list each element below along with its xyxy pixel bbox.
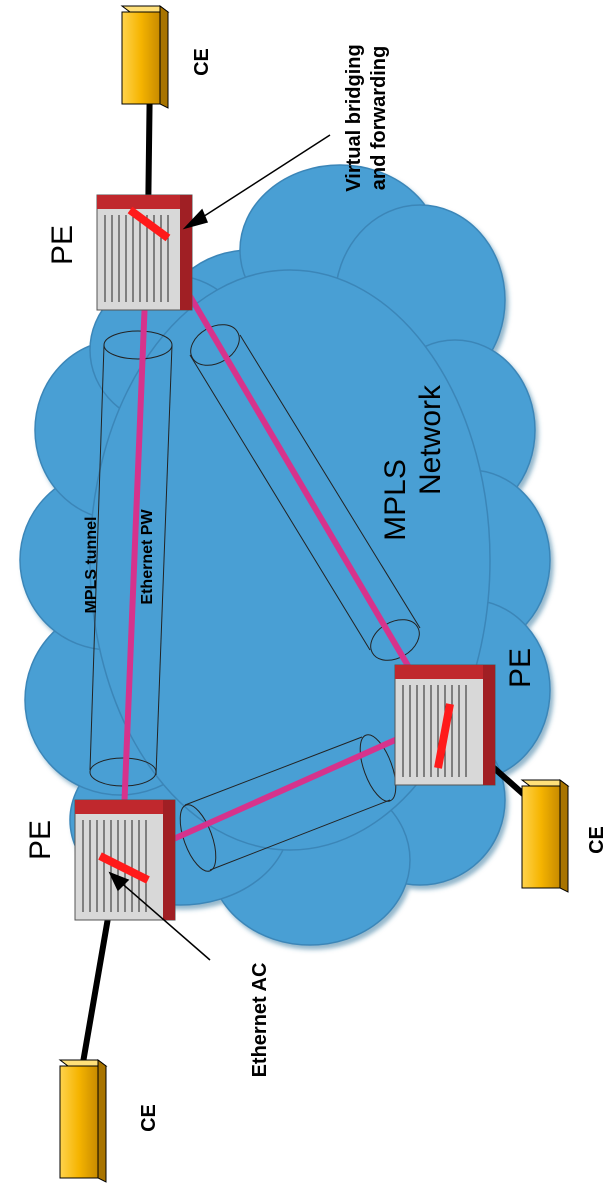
pe-label-bottom: PE xyxy=(504,648,537,688)
ce-device-bottom xyxy=(522,780,568,892)
tunnel-label: MPLS tunnel xyxy=(83,517,100,614)
pw-label: Ethernet PW xyxy=(139,509,156,605)
network-label-line2: Network xyxy=(414,384,447,495)
ce-device-left xyxy=(60,1060,106,1182)
pe-router-top xyxy=(97,195,192,310)
pe-label-top: PE xyxy=(46,225,79,265)
ac-label: Ethernet AC xyxy=(249,963,271,1078)
ce-label-top: CE xyxy=(191,48,213,76)
ce-label-left: CE xyxy=(138,1104,160,1132)
vbf-label-line1: Virtual bridging xyxy=(343,44,365,191)
ce-label-bottom: CE xyxy=(586,826,608,854)
network-label-line1: MPLS xyxy=(379,459,412,541)
pe-router-left xyxy=(75,800,175,920)
ce-device-top xyxy=(122,6,168,108)
vbf-label-line2: and forwarding xyxy=(368,46,390,190)
pe-label-left: PE xyxy=(24,820,57,860)
